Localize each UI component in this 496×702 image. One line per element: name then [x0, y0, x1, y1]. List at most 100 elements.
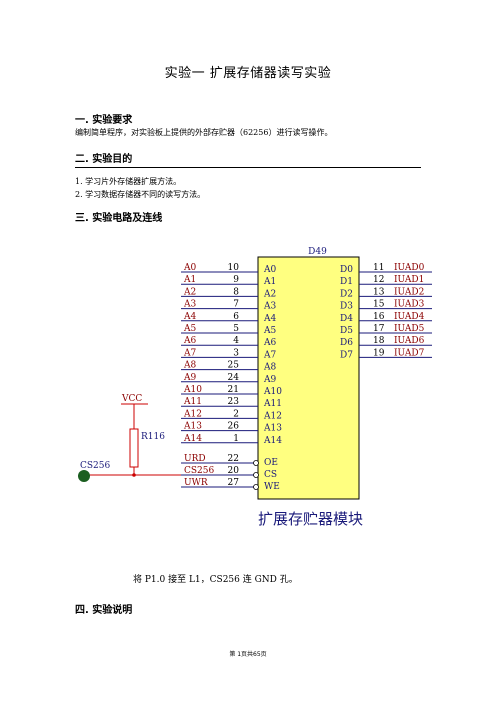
address-pin-number: 10 [228, 263, 240, 273]
chip-control-pin: OE [264, 458, 278, 468]
address-net-label: A10 [183, 385, 202, 395]
address-pin-number: 5 [233, 324, 239, 334]
address-pin-number: 3 [233, 348, 239, 358]
data-pin-number: 18 [373, 336, 385, 346]
control-pin-number: 20 [228, 466, 240, 476]
chip-address-pin: A12 [263, 411, 282, 421]
chip-control-pin: WE [264, 482, 280, 492]
data-pin-number: 16 [373, 312, 385, 322]
data-pin-number: 13 [373, 287, 385, 297]
chip-address-pin: A11 [263, 399, 282, 409]
address-net-label: A13 [183, 422, 202, 432]
vcc-label: VCC [121, 394, 142, 404]
data-net-label: IUAD5 [394, 324, 425, 334]
control-net-label: CS256 [184, 466, 215, 476]
page-title: 实验一 扩展存储器读写实验 [164, 66, 332, 81]
chip-data-pin: D1 [340, 277, 353, 287]
chip-address-pin: A5 [263, 326, 276, 336]
data-pin-number: 11 [373, 263, 384, 273]
address-pin-number: 21 [228, 385, 239, 395]
section-heading-text: 四. 实验说明 [75, 605, 133, 616]
address-net-label: A9 [183, 373, 196, 383]
chip-address-pin: A0 [263, 265, 276, 275]
chip-address-pin: A2 [263, 289, 276, 299]
chip-data-pin: D6 [340, 338, 353, 348]
control-net-label: URD [184, 454, 206, 464]
chip-address-pin: A6 [263, 338, 276, 348]
address-net-label: A11 [183, 397, 202, 407]
cs-connector-dot [78, 470, 90, 482]
chip-name: D49 [308, 247, 327, 257]
chip-address-pin: A9 [263, 375, 276, 385]
section-heading-text: 二. 实验目的 [75, 154, 133, 165]
data-net-label: IUAD0 [394, 263, 425, 273]
chip-address-pin: A10 [263, 387, 282, 397]
address-net-label: A3 [183, 300, 196, 310]
address-pin-number: 4 [233, 336, 239, 346]
data-net-label: IUAD3 [394, 300, 425, 310]
chip-data-pin: D7 [340, 350, 353, 360]
data-net-label: IUAD2 [394, 287, 424, 297]
chip-data-pin: D0 [340, 265, 353, 275]
page-footer: 第 1页共65页 [229, 651, 267, 658]
junction-dot [132, 473, 136, 477]
chip-address-pin: A1 [263, 277, 276, 287]
chip-data-pin: D2 [340, 289, 353, 299]
address-net-label: A0 [183, 263, 196, 273]
address-net-label: A6 [183, 336, 196, 346]
control-pin-number: 22 [228, 454, 239, 464]
address-pin-number: 2 [233, 409, 239, 419]
data-net-label: IUAD1 [394, 275, 424, 285]
data-net-label: IUAD4 [394, 312, 425, 322]
inversion-bubble [253, 484, 259, 490]
address-net-label: A5 [183, 324, 196, 334]
section-heading-purpose: 二. 实验目的 [75, 150, 421, 168]
address-pin-number: 26 [228, 422, 240, 432]
address-pin-number: 8 [233, 287, 239, 297]
chip-address-pin: A3 [263, 302, 276, 312]
chip-data-pin: D4 [340, 314, 353, 324]
control-net-label: UWR [184, 478, 208, 488]
address-net-label: A12 [183, 409, 202, 419]
section-heading-requirements: 一. 实验要求 [75, 111, 132, 126]
address-net-label: A8 [183, 361, 196, 371]
address-pin-number: 9 [233, 275, 239, 285]
purpose-item-2: 2. 学习数据存储器不同的读写方法。 [75, 190, 206, 199]
address-net-label: A1 [183, 275, 196, 285]
requirements-text: 编制简单程序，对实验板上提供的外部存贮器（62256）进行读写操作。 [75, 128, 333, 137]
resistor-r116 [129, 428, 139, 468]
chip-control-pin: CS [264, 470, 277, 480]
cs-input-label: CS256 [80, 461, 111, 471]
inversion-bubble [253, 460, 259, 466]
chip-address-pin: A8 [263, 363, 276, 373]
section-heading-text: 三. 实验电路及连线 [75, 213, 163, 224]
resistor-label: R116 [141, 432, 165, 442]
address-net-label: A14 [183, 434, 202, 444]
data-pin-number: 15 [373, 300, 385, 310]
address-pin-number: 24 [228, 373, 240, 383]
section-heading-notes: 四. 实验说明 [75, 601, 132, 616]
heading-rule [75, 167, 421, 168]
chip-address-pin: A13 [263, 424, 282, 434]
data-pin-number: 19 [373, 348, 385, 358]
data-net-label: IUAD6 [394, 336, 425, 346]
chip-data-pin: D5 [340, 326, 353, 336]
inversion-bubble [253, 472, 259, 478]
purpose-item-1: 1. 学习片外存储器扩展方法。 [75, 177, 182, 186]
chip-body [257, 256, 360, 500]
address-pin-number: 25 [228, 361, 240, 371]
data-pin-number: 12 [373, 275, 384, 285]
address-pin-number: 6 [233, 312, 239, 322]
address-net-label: A4 [183, 312, 196, 322]
address-pin-number: 1 [233, 434, 239, 444]
module-label: 扩展存贮器模块 [258, 510, 363, 528]
data-pin-number: 17 [373, 324, 385, 334]
chip-address-pin: A14 [263, 436, 282, 446]
address-net-label: A7 [183, 348, 196, 358]
section-heading-circuit: 三. 实验电路及连线 [75, 209, 162, 224]
address-pin-number: 7 [233, 300, 239, 310]
address-pin-number: 23 [228, 397, 240, 407]
circuit-caption: 将 P1.0 接至 L1，CS256 连 GND 孔。 [133, 575, 298, 585]
address-net-label: A2 [183, 287, 196, 297]
